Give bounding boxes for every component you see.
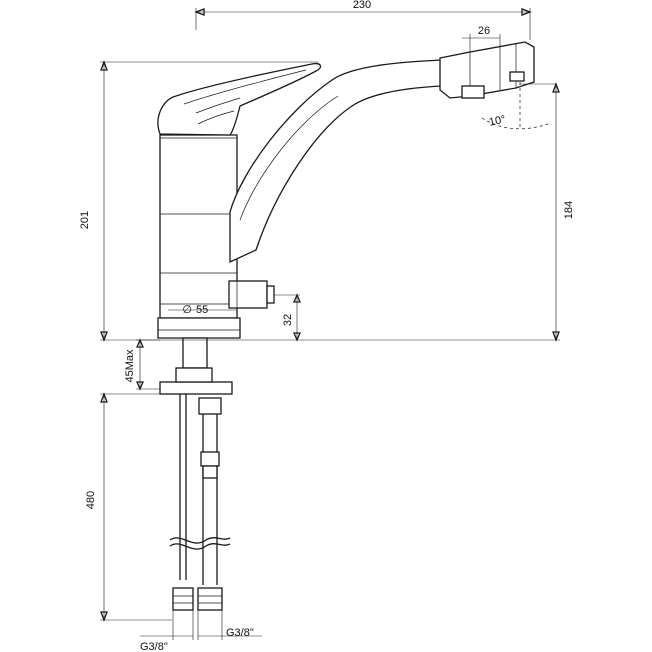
- base-ring: [157, 317, 241, 339]
- outlet-nozzle-1: [461, 85, 485, 99]
- label-tilt-angle: 10°: [488, 113, 507, 128]
- faucet-body: [159, 134, 238, 319]
- label-body-diameter: 55: [196, 304, 208, 316]
- side-outlet: [228, 280, 275, 309]
- mounting-assembly: [159, 337, 233, 611]
- label-spout-height: 184: [563, 201, 575, 219]
- spout-head: [439, 41, 556, 130]
- label-overall-width: 230: [353, 0, 371, 11]
- hose-nut-right: [197, 587, 223, 611]
- label-aerator-width: 26: [478, 25, 490, 37]
- label-hose-thread-right: G3/8": [226, 627, 254, 639]
- label-hose-length: 480: [85, 491, 97, 509]
- label-max-deck-thickness: 45Max: [124, 349, 136, 383]
- label-diameter-symbol: ∅: [182, 304, 192, 316]
- dimension-lines: [100, 8, 560, 640]
- hose-nut-left: [172, 587, 194, 611]
- label-total-height: 201: [79, 211, 91, 229]
- mounting-plate: [159, 381, 233, 395]
- lever-handle: [157, 62, 322, 136]
- label-hose-thread-left: G3/8": [140, 641, 168, 652]
- dimension-labels: 230 26 201 184 10° ∅ 55 32 45Max 480 G3/…: [79, 0, 575, 652]
- outlet-nozzle-2: [509, 71, 525, 82]
- label-side-outlet-height: 32: [282, 314, 294, 326]
